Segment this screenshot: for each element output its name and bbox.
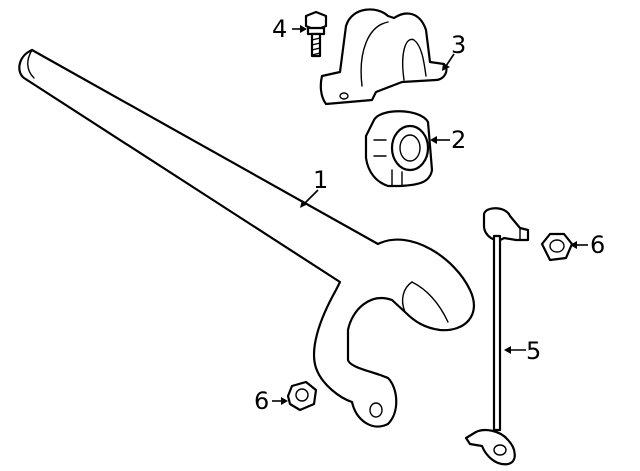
callout-labels: 1 2 3 4 5 6 6 <box>254 15 605 415</box>
bracket-bolt <box>304 10 328 58</box>
bushing-bracket <box>319 8 448 106</box>
stabilizer-link <box>464 207 530 466</box>
callout-1: 1 <box>313 166 328 194</box>
callout-2: 2 <box>451 126 466 154</box>
leader-lines <box>272 25 588 405</box>
link-nut-upper <box>540 232 574 262</box>
callout-4: 4 <box>272 15 287 43</box>
callout-5: 5 <box>526 337 541 365</box>
link-nut-lower <box>286 380 318 412</box>
stabilizer-bar <box>18 48 476 428</box>
callout-6-lower: 6 <box>254 387 269 415</box>
callout-3: 3 <box>451 31 466 59</box>
callout-6-upper: 6 <box>590 231 605 259</box>
stabilizer-bushing <box>364 110 434 188</box>
